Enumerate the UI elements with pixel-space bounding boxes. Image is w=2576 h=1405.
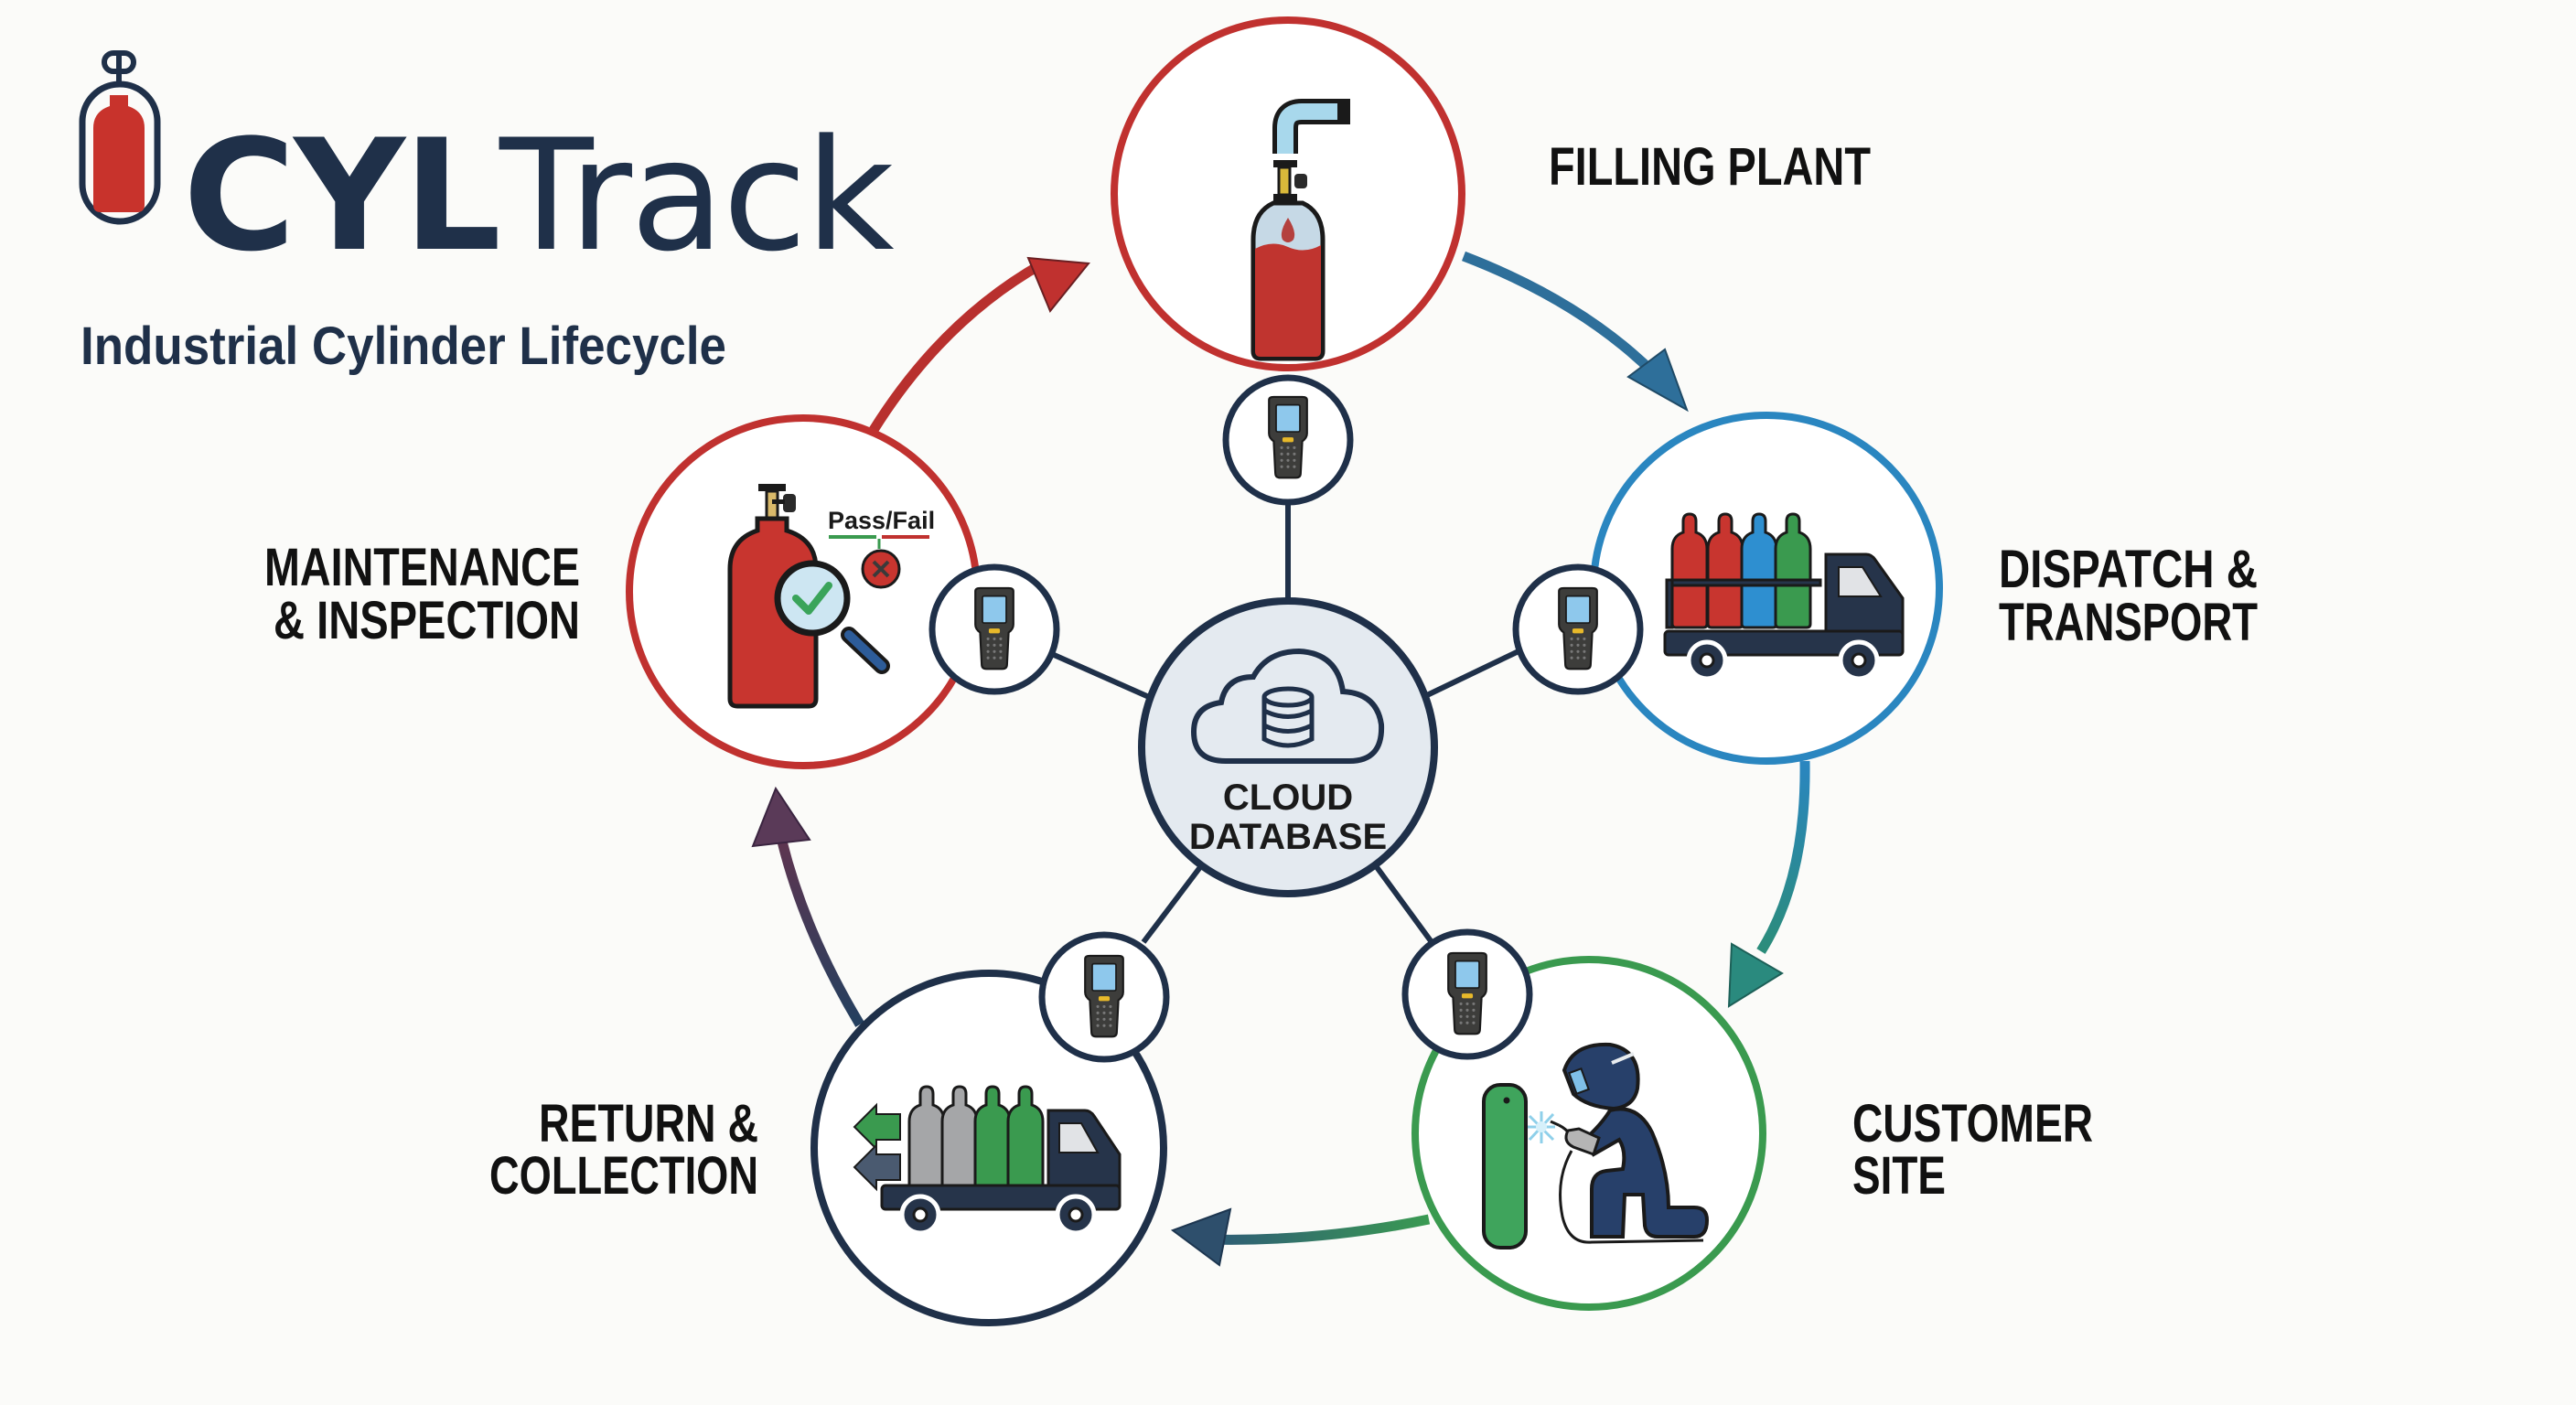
flow-arrows bbox=[751, 251, 1810, 1267]
brand-name-bold: CYL bbox=[183, 106, 499, 285]
stage-dispatch-transport[interactable] bbox=[1590, 412, 1943, 765]
scanner-node-dispatch-transport[interactable] bbox=[1512, 563, 1644, 695]
cylinder-filling-icon bbox=[1250, 99, 1350, 361]
brand-name-light: Track bbox=[499, 106, 894, 285]
svg-text:CYLTrack: CYLTrack bbox=[183, 106, 894, 285]
delivery-truck-icon bbox=[1663, 512, 1905, 681]
inspection-icon: Pass/Fail bbox=[727, 484, 935, 709]
label-customer-line2: SITE bbox=[1852, 1146, 1946, 1206]
center-label-line2: DATABASE bbox=[1189, 817, 1387, 857]
scanner-nodes bbox=[928, 374, 1644, 1063]
handheld-scanner-icon bbox=[1268, 395, 1308, 479]
label-maintenance-line1: MAINTENANCE bbox=[264, 538, 580, 597]
spoke-dispatch-transport bbox=[1425, 649, 1520, 698]
brand-subtitle: Industrial Cylinder Lifecycle bbox=[80, 316, 726, 376]
label-return-line2: COLLECTION bbox=[489, 1146, 758, 1206]
handheld-scanner-icon bbox=[974, 586, 1014, 670]
arrow-dispatch-to-customer bbox=[1727, 760, 1810, 1008]
label-dispatch-line2: TRANSPORT bbox=[1999, 593, 2258, 652]
handheld-scanner-icon bbox=[1558, 586, 1598, 670]
fail-x-icon bbox=[861, 549, 901, 589]
center-label-line1: CLOUD bbox=[1223, 778, 1353, 818]
arrow-filling-to-dispatch bbox=[1462, 251, 1689, 413]
spoke-maintenance-inspection bbox=[1050, 651, 1151, 700]
handheld-scanner-icon bbox=[1447, 951, 1487, 1035]
label-dispatch-line1: DISPATCH & bbox=[1999, 540, 2258, 599]
stage-return-collection[interactable] bbox=[810, 970, 1167, 1326]
stage-labels: FILLING PLANT DISPATCH & TRANSPORT CUSTO… bbox=[264, 137, 2258, 1206]
arrow-return-to-maintenance bbox=[751, 786, 864, 1027]
return-arrow-slate-icon bbox=[853, 1142, 901, 1192]
handheld-scanner-icon bbox=[1084, 954, 1124, 1038]
cloud-database-hub[interactable]: CLOUD DATABASE bbox=[1138, 597, 1438, 897]
connector-spokes bbox=[1050, 503, 1520, 944]
arrow-customer-to-return bbox=[1170, 1207, 1431, 1267]
gas-cylinder-icon bbox=[79, 50, 161, 225]
cloud-database-icon bbox=[1190, 648, 1385, 764]
scanner-node-maintenance-inspection[interactable] bbox=[928, 563, 1060, 695]
stage-maintenance-inspection[interactable]: Pass/Fail bbox=[626, 414, 981, 769]
label-maintenance-line2: & INSPECTION bbox=[274, 591, 580, 650]
label-return-line1: RETURN & bbox=[539, 1094, 758, 1153]
label-customer-line1: CUSTOMER bbox=[1852, 1094, 2093, 1153]
arrow-maintenance-to-filling bbox=[869, 256, 1090, 433]
welder-icon bbox=[1482, 1042, 1710, 1249]
label-filling-plant: FILLING PLANT bbox=[1549, 137, 1871, 197]
return-truck-icon bbox=[853, 1085, 1122, 1236]
spoke-return-collection bbox=[1141, 865, 1203, 944]
brand-logo: CYLTrack Industrial Cylinder Lifecycle bbox=[79, 50, 896, 376]
pass-fail-label: Pass/Fail bbox=[828, 507, 935, 534]
scanner-node-customer-site[interactable] bbox=[1401, 928, 1533, 1060]
stage-filling-plant[interactable] bbox=[1111, 16, 1465, 371]
return-arrow-green-icon bbox=[853, 1102, 901, 1152]
spoke-customer-site bbox=[1374, 865, 1434, 944]
scanner-node-return-collection[interactable] bbox=[1038, 931, 1170, 1063]
magnifier-check-icon bbox=[774, 560, 890, 674]
weld-spark-icon bbox=[1528, 1111, 1555, 1143]
scanner-node-filling-plant[interactable] bbox=[1222, 374, 1354, 506]
